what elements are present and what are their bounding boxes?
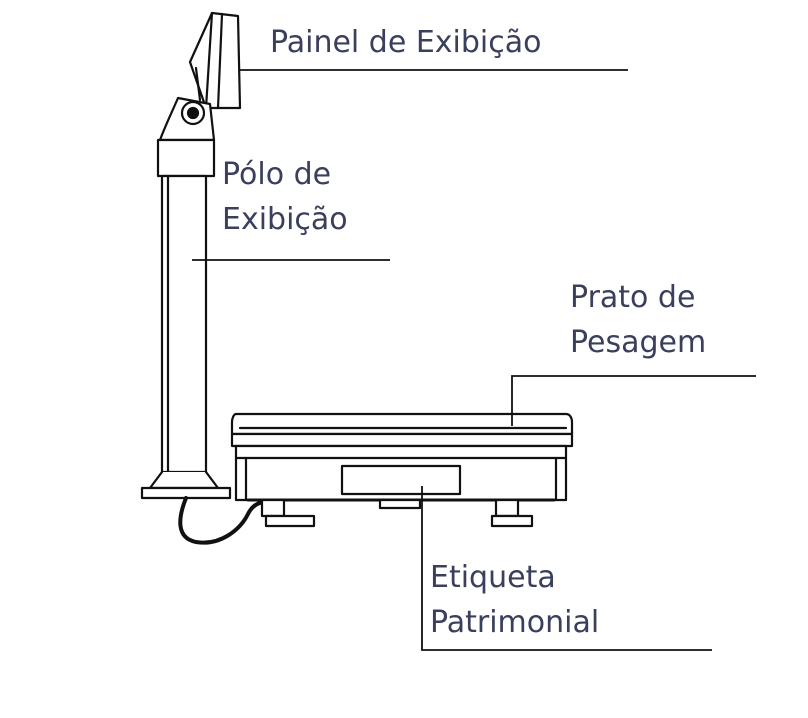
pivot-bracket (158, 96, 216, 142)
display-panel-label: Painel de Exibição (270, 20, 542, 65)
asset-tag-label-line1: Etiqueta (430, 560, 556, 595)
weighing-plate (230, 412, 574, 448)
display-pole-label-line1: Pólo de (222, 157, 332, 192)
leader-weighing-plate (511, 375, 756, 426)
asset-tag-label-line2: Patrimonial (430, 605, 600, 640)
display-pole (140, 138, 232, 500)
asset-tag-label: Etiqueta Patrimonial (430, 555, 599, 645)
cable (178, 496, 268, 545)
leader-asset-tag (421, 486, 712, 651)
display-panel (188, 11, 242, 110)
display-panel-label-text: Painel de Exibição (270, 25, 542, 60)
weighing-plate-label-line2: Pesagem (570, 325, 707, 360)
display-pole-label: Pólo de Exibição (222, 152, 348, 242)
weighing-plate-label-line1: Prato de (570, 280, 696, 315)
scale-feet (260, 498, 534, 528)
weighing-plate-label: Prato de Pesagem (570, 275, 706, 365)
scale-base (234, 444, 568, 510)
display-pole-label-line2: Exibição (222, 202, 348, 237)
